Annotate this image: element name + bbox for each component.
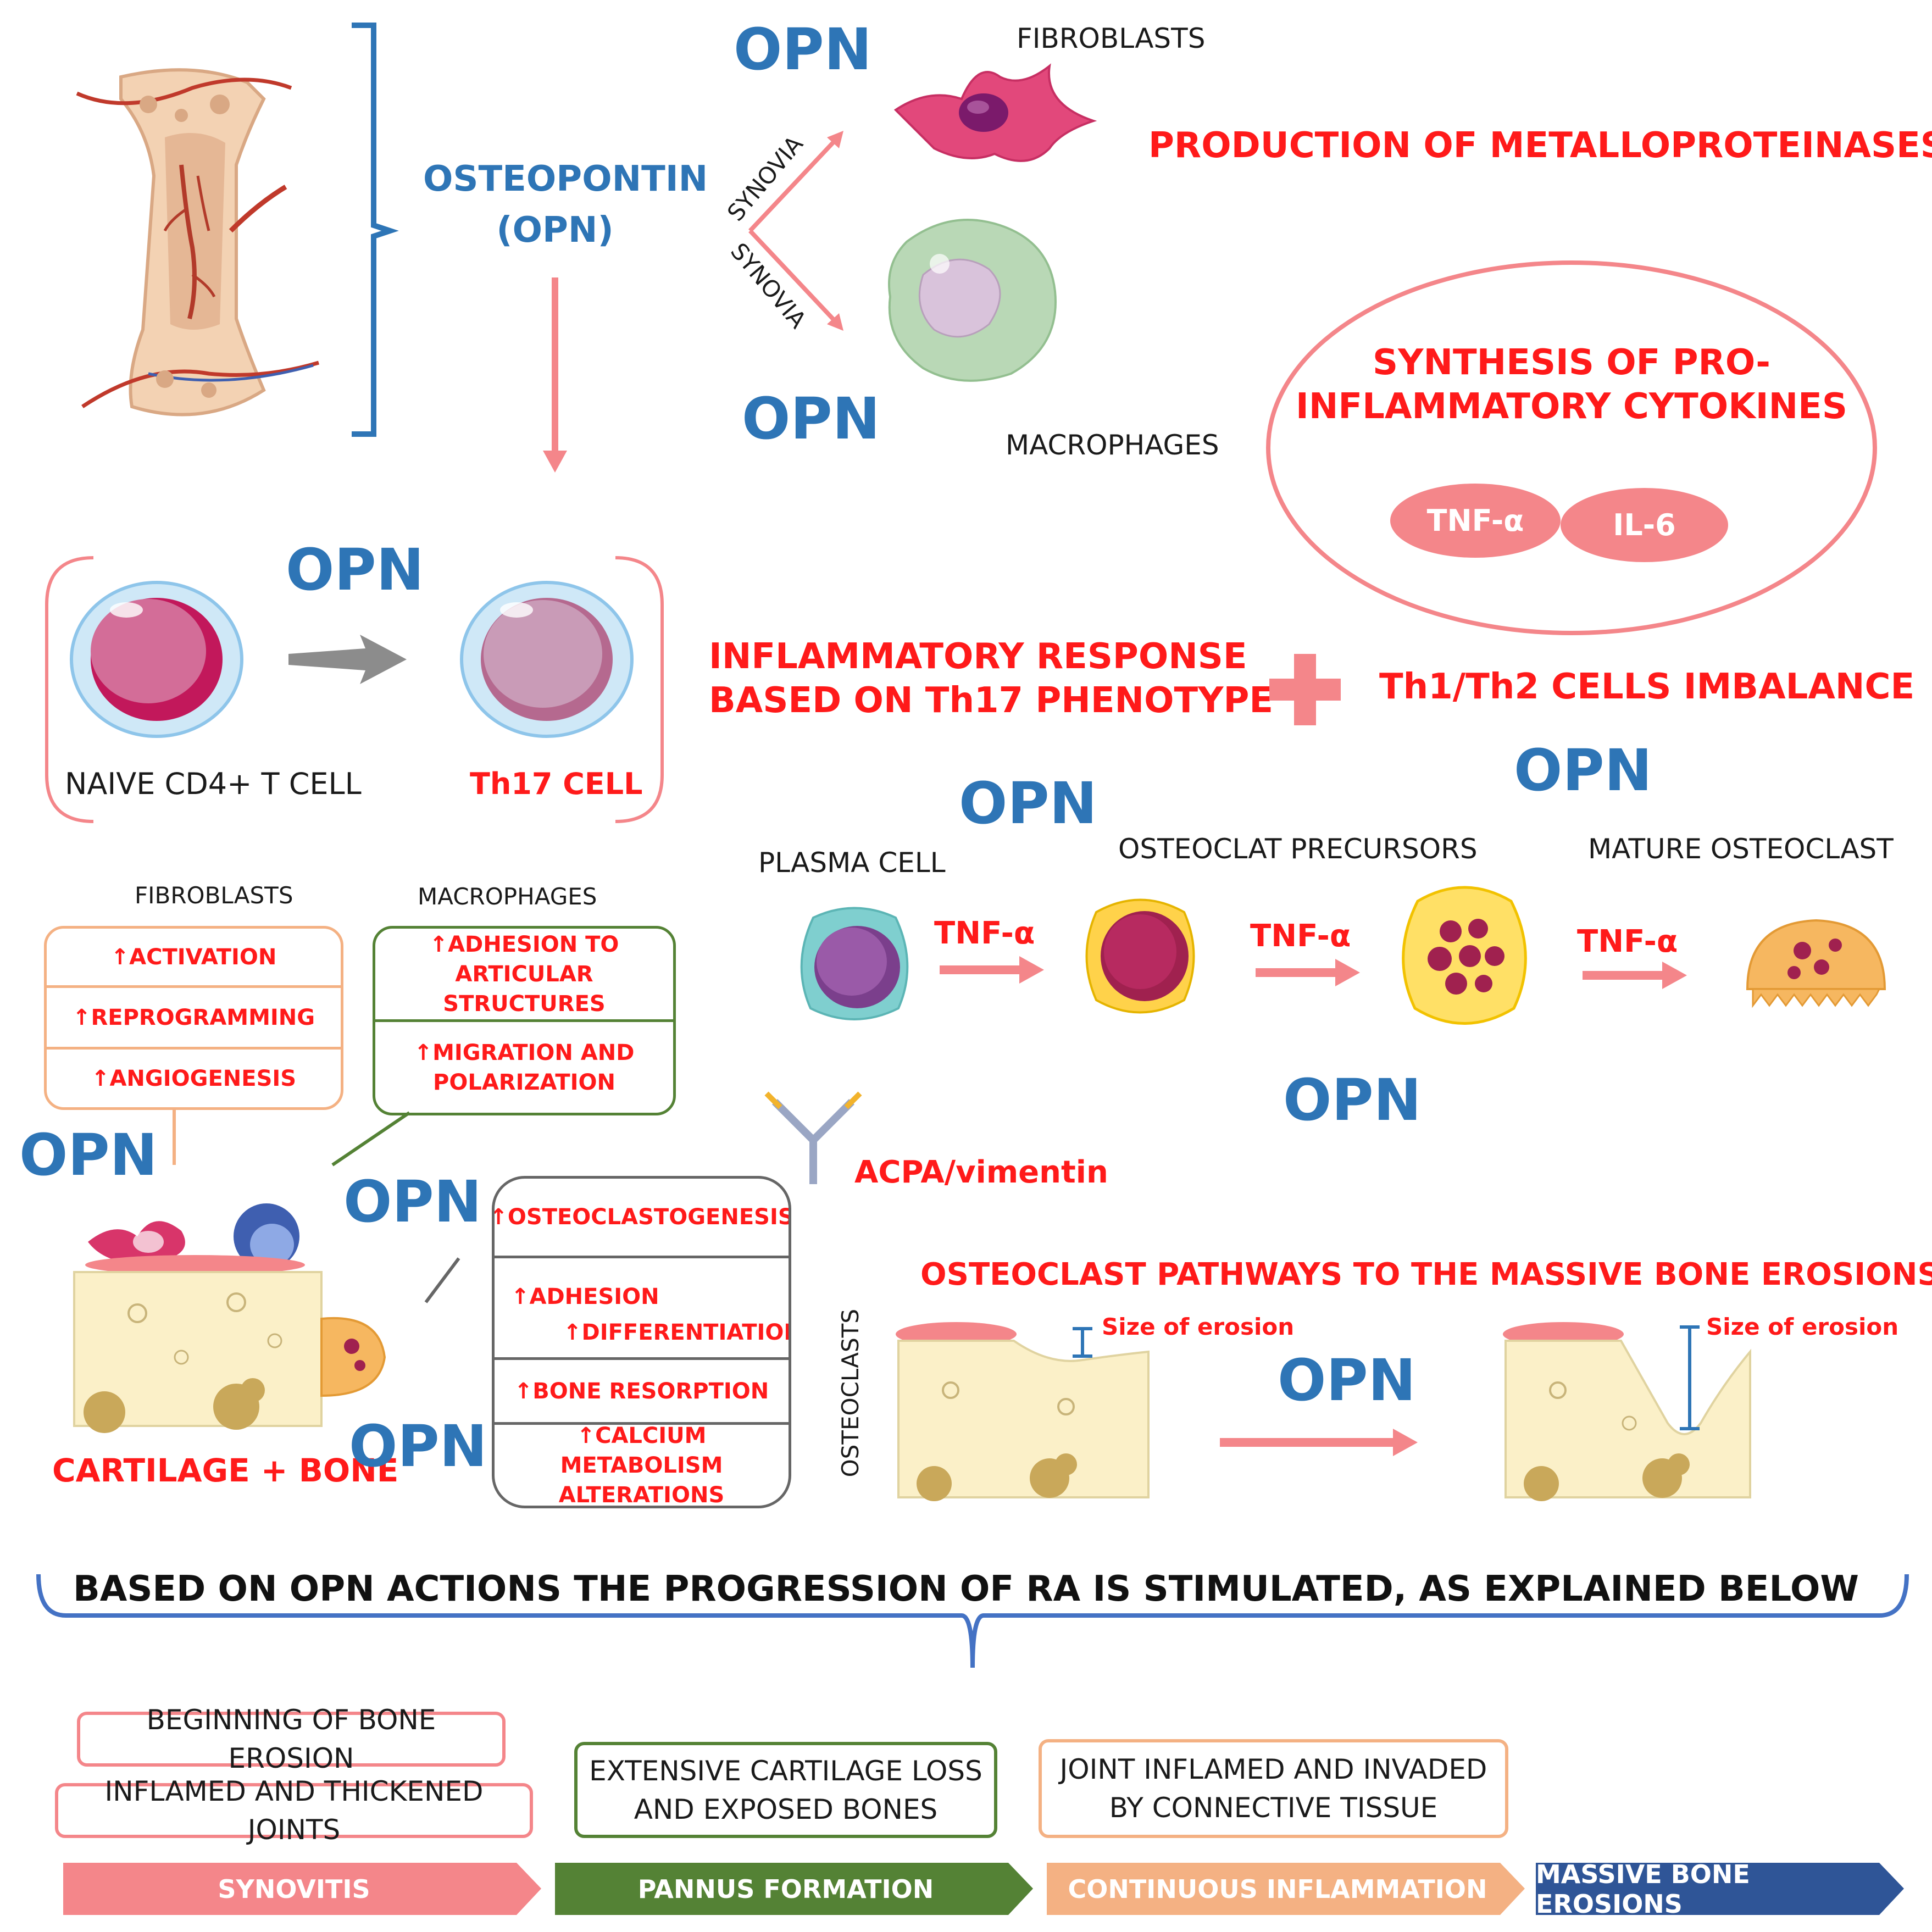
plasma-cell-label: PLASMA CELL — [758, 847, 946, 879]
th1-th2-imbalance: Th1/Th2 CELLS IMBALANCE — [1379, 667, 1915, 707]
response-line1: INFLAMMATORY RESPONSE — [709, 636, 1247, 677]
tnf-label-3: TNF-α — [1577, 924, 1678, 959]
fibro-box-title: FIBROBLASTS — [135, 882, 293, 909]
erosion-size-label-1: Size of erosion — [1102, 1313, 1295, 1340]
summary-heading: BASED ON OPN ACTIONS THE PROGRESSION OF … — [73, 1569, 1859, 1609]
cytokines-ellipse — [1266, 260, 1877, 635]
erosion-title: OSTEOCLAST PATHWAYS TO THE MASSIVE BONE … — [920, 1257, 1932, 1292]
tnf-arrow-3 — [1583, 962, 1687, 989]
osteo-item-adhesion: ↑ADHESION — [511, 1284, 659, 1309]
macro-connector — [331, 1111, 410, 1167]
tnf-label-1: TNF-α — [934, 915, 1035, 951]
erosion-bone-small — [896, 1322, 1150, 1501]
naive-tcell — [70, 581, 243, 738]
opn-label-plasma: OPN — [959, 770, 1097, 837]
summary-brace — [36, 1574, 1909, 1668]
opn-label-fibro: OPN — [734, 16, 872, 83]
erosion-size-label-2: Size of erosion — [1706, 1313, 1899, 1340]
antibody-icon — [764, 1091, 862, 1184]
precursors-label: OSTEOCLAT PRECURSORS — [1118, 833, 1478, 865]
response-line2: BASED ON Th17 PHENOTYPE — [709, 680, 1274, 721]
opn-title: OSTEOPONTIN (OPN) — [423, 154, 708, 256]
opn-label-macro: OPN — [742, 385, 880, 452]
osteo-item-calcium: ↑CALCIUM METABOLISM ALTERATIONS — [558, 1423, 725, 1508]
macrophage-cell — [888, 219, 1057, 382]
stage-synovitis: SYNOVITIS — [218, 1874, 370, 1904]
erosion-bone-large — [1503, 1322, 1751, 1501]
tnf-label-2: TNF-α — [1250, 918, 1351, 954]
opn-label-chain-lower: OPN — [1283, 1067, 1422, 1134]
cytokines-line2: INFLAMMATORY CYTOKINES — [1296, 386, 1847, 427]
opn-label-precursor: OPN — [1514, 737, 1652, 804]
macro-item-migration: ↑MIGRATION AND POLARIZATION — [414, 1040, 635, 1095]
macro-box: ↑ADHESION TO ARTICULAR STRUCTURES ↑MIGRA… — [373, 926, 676, 1115]
opn-label-tissue-upper: OPN — [343, 1168, 482, 1235]
fibro-item-angiogenesis: ↑ANGIOGENESIS — [91, 1065, 297, 1091]
macro-item-adhesion: ↑ADHESION TO ARTICULAR STRUCTURES — [375, 929, 673, 1022]
inflammatory-response: INFLAMMATORY RESPONSE BASED ON Th17 PHEN… — [709, 635, 1274, 723]
osteo-item-osteoclastogenesis: ↑OSTEOCLASTOGENESIS — [495, 1179, 789, 1258]
naive-tcell-label: NAIVE CD4+ T CELL — [65, 767, 362, 801]
fibro-item-activation: ↑ACTIVATION — [47, 929, 341, 988]
acpa-label: ACPA/vimentin — [854, 1154, 1108, 1190]
erosion-arrow — [1220, 1429, 1418, 1456]
osteo-adhesion-group: ↑ADHESION ↑DIFFERENTIATION — [495, 1258, 789, 1360]
bone-illustration — [76, 68, 320, 417]
tnf-arrow-2 — [1256, 959, 1360, 986]
note-cartilage-loss: EXTENSIVE CARTILAGE LOSS AND EXPOSED BON… — [574, 1742, 997, 1838]
tcell-brackets — [45, 556, 664, 823]
il6-badge: IL-6 — [1561, 488, 1728, 562]
cartilage-bone-label: CARTILAGE + BONE — [52, 1452, 399, 1489]
stage-arrows — [63, 1863, 1904, 1915]
fibro-box: ↑ACTIVATION ↑REPROGRAMMING ↑ANGIOGENESIS — [44, 926, 343, 1110]
note-joint-invaded: JOINT INFLAMED AND INVADED BY CONNECTIVE… — [1039, 1739, 1508, 1838]
opn-title-line1: OSTEOPONTIN — [423, 159, 708, 199]
synovia-arrows — [748, 131, 843, 331]
tnf-badge-label: TNF-α — [1426, 503, 1524, 538]
fibro-connector — [173, 1110, 176, 1165]
osteoclast-precursor-1 — [1085, 898, 1195, 1014]
tnf-arrow-1 — [940, 956, 1044, 984]
differentiation-arrow — [288, 635, 407, 684]
note-thickened-joints: INFLAMED AND THICKENED JOINTS — [55, 1775, 533, 1846]
opn-label-erosion: OPN — [1278, 1347, 1416, 1414]
th17-label: Th17 CELL — [470, 767, 643, 801]
fibroblasts-label: FIBROBLASTS — [1017, 23, 1206, 54]
opn-label-tissue-lower: OPN — [349, 1413, 487, 1480]
bracket — [352, 23, 399, 437]
opn-label-fibro-box: OPN — [19, 1122, 158, 1189]
plasma-cell — [800, 907, 909, 1020]
mature-osteoclast-label: MATURE OSTEOCLAST — [1588, 833, 1894, 865]
osteo-item-differentiation: ↑DIFFERENTIATION — [563, 1320, 791, 1345]
macrophages-label: MACROPHAGES — [1006, 429, 1219, 461]
osteoclast-precursor-2 — [1402, 886, 1527, 1025]
cytokines-title: SYNTHESIS OF PRO- INFLAMMATORY CYTOKINES — [1264, 341, 1879, 429]
th17-cell — [460, 581, 634, 738]
opn-title-line2: (OPN) — [496, 209, 614, 251]
cytokines-line1: SYNTHESIS OF PRO- — [1373, 342, 1770, 383]
il6-badge-label: IL-6 — [1613, 508, 1676, 542]
tnf-badge: TNF-α — [1390, 484, 1561, 558]
cartilage-bone-tissue — [73, 1203, 386, 1433]
note-bone-erosion: BEGINNING OF BONE EROSION — [77, 1704, 506, 1774]
fibroblast-cell — [893, 63, 1097, 162]
macro-box-title: MACROPHAGES — [418, 883, 597, 910]
metalloproteinases-text: PRODUCTION OF METALLOPROTEINASES — [1148, 125, 1932, 166]
stage-massive-bone-erosions: MASSIVE BONE EROSIONS — [1536, 1859, 1750, 1919]
mature-osteoclast — [1746, 919, 1886, 1008]
slash-divider — [424, 1257, 460, 1303]
plus-icon — [1269, 654, 1341, 725]
stage-continuous-inflammation: CONTINUOUS INFLAMMATION — [1068, 1874, 1487, 1904]
down-arrow — [543, 277, 567, 473]
opn-label-tcell: OPN — [286, 536, 424, 603]
fibro-item-reprogramming: ↑REPROGRAMMING — [47, 988, 341, 1050]
osteo-item-bone-resorption: ↑BONE RESORPTION — [495, 1360, 789, 1425]
stage-pannus-formation: PANNUS FORMATION — [637, 1874, 934, 1904]
osteoclasts-side-label: OSTEOCLASTS — [836, 1309, 864, 1478]
osteo-box: ↑OSTEOCLASTOGENESIS ↑ADHESION ↑DIFFERENT… — [492, 1176, 791, 1508]
